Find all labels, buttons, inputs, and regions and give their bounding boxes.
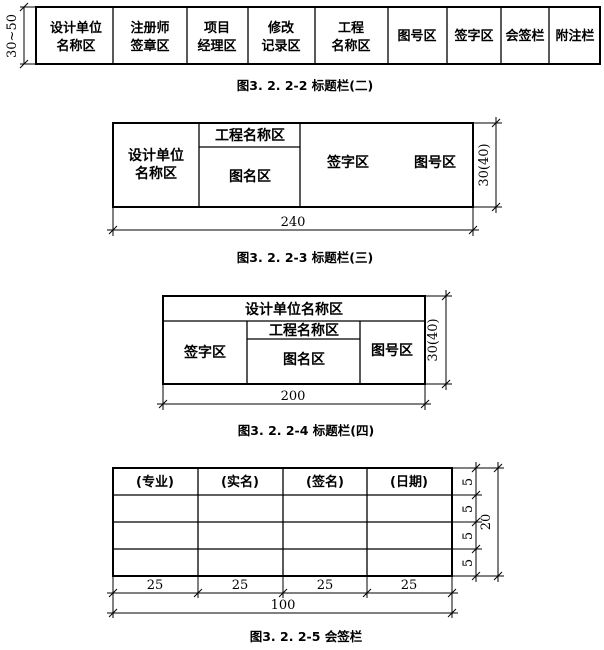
fig3-tick-mark xyxy=(158,399,168,409)
fig4-tick-mark xyxy=(447,608,457,618)
fig1-tick-mark xyxy=(19,59,29,69)
fig1-cell-project-manager-line1: 项目 xyxy=(204,21,230,36)
fig1-cell-design-unit-line1: 设计单位 xyxy=(50,20,102,36)
fig4-col-dimension: 25 xyxy=(401,578,418,593)
fig4-caption: 图3. 2. 2-5 会签栏 xyxy=(250,629,363,644)
fig4-header-real-name: (实名) xyxy=(221,474,259,490)
fig1-cell-registered-engineer-line1: 注册师 xyxy=(130,20,169,36)
fig4-row-dimension: 5 xyxy=(461,505,476,513)
fig4-col-dimension: 25 xyxy=(317,578,334,593)
fig2-signature: 签字区 xyxy=(326,154,369,171)
fig4-tick-mark xyxy=(471,517,481,527)
fig4-total-height: 20 xyxy=(479,514,494,531)
fig2-caption: 图3. 2. 2-3 标题栏(三) xyxy=(237,250,373,265)
fig2-tick-mark xyxy=(108,225,118,235)
fig4-col-dimension: 25 xyxy=(232,578,249,593)
fig4-total-width: 100 xyxy=(271,598,296,613)
fig1-cell-revision-record-line2: 记录区 xyxy=(261,39,300,54)
fig3-width-dimension: 200 xyxy=(281,389,306,404)
fig1-cell-design-unit-line2: 名称区 xyxy=(56,38,95,54)
fig2-design-unit-line1: 设计单位 xyxy=(128,147,184,164)
fig3-outer-frame xyxy=(162,295,426,385)
fig4-tick-mark xyxy=(471,490,481,500)
fig1-cell-project-name-line2: 名称区 xyxy=(331,38,370,54)
fig4-row-dimension: 5 xyxy=(461,532,476,540)
fig2-height-dimension: 30(40) xyxy=(477,143,492,186)
fig2-tick-mark xyxy=(491,118,501,128)
fig3-drawing-name: 图名区 xyxy=(283,351,325,368)
fig4-col-dimension: 25 xyxy=(147,578,164,593)
fig4-tick-mark xyxy=(193,588,203,598)
fig4-tick-mark xyxy=(471,463,481,473)
figure-countersign-block: (专业) (实名) (签名) (日期) 25 25 25 25 100 xyxy=(107,462,504,644)
fig3-caption: 图3. 2. 2-4 标题栏(四) xyxy=(238,423,374,438)
figure-title-block-4: 设计单位名称区 签字区 工程名称区 图名区 图号区 200 30(40) 图3.… xyxy=(157,290,452,438)
fig1-height-dimension: 30~50 xyxy=(5,14,20,58)
fig1-tick-mark xyxy=(19,2,29,12)
fig3-tick-mark xyxy=(441,291,451,301)
fig2-drawing-number: 图号区 xyxy=(414,155,456,171)
fig3-height-dimension: 30(40) xyxy=(426,318,441,361)
fig3-tick-mark xyxy=(441,379,451,389)
fig3-signature: 签字区 xyxy=(183,344,226,361)
fig4-tick-mark xyxy=(278,588,288,598)
fig2-width-dimension: 240 xyxy=(281,215,306,230)
figure-title-block-3: 设计单位 名称区 工程名称区 图名区 签字区 图号区 240 30(40) 图3… xyxy=(107,117,502,265)
fig1-outer-frame xyxy=(35,6,601,65)
fig1-cell-signature: 签字区 xyxy=(453,28,493,44)
fig2-tick-mark xyxy=(491,202,501,212)
fig2-outer-frame xyxy=(112,122,474,208)
fig2-drawing-name: 图名区 xyxy=(229,168,271,185)
fig4-header-date: (日期) xyxy=(390,475,428,490)
fig4-header-discipline: (专业) xyxy=(136,474,174,490)
fig3-project-name: 工程名称区 xyxy=(269,322,339,339)
fig4-tick-mark xyxy=(447,588,457,598)
fig4-tick-mark xyxy=(493,463,503,473)
fig4-row-dimension: 5 xyxy=(461,559,476,567)
fig3-design-unit: 设计单位名称区 xyxy=(245,301,343,318)
fig4-tick-mark xyxy=(493,571,503,581)
fig4-tick-mark xyxy=(108,588,118,598)
fig1-cell-notes: 附注栏 xyxy=(555,28,594,44)
fig4-tick-mark xyxy=(108,608,118,618)
fig1-cell-revision-record-line1: 修改 xyxy=(267,20,295,36)
fig4-tick-mark xyxy=(471,544,481,554)
fig2-design-unit-line2: 名称区 xyxy=(135,165,177,182)
figure-title-block-2: 设计单位 名称区 注册师 签章区 项目 经理区 修改 记录区 工程 名称区 图号… xyxy=(5,2,601,93)
fig1-cell-drawing-number: 图号区 xyxy=(397,29,436,44)
fig4-tick-mark xyxy=(471,571,481,581)
fig4-row-dimension: 5 xyxy=(461,478,476,486)
fig4-tick-mark xyxy=(362,588,372,598)
fig2-tick-mark xyxy=(468,225,478,235)
fig3-tick-mark xyxy=(420,399,430,409)
fig1-cell-project-name-line1: 工程 xyxy=(338,21,364,36)
fig3-drawing-number: 图号区 xyxy=(371,343,413,359)
fig1-cell-countersign: 会签栏 xyxy=(505,28,544,44)
fig1-caption: 图3. 2. 2-2 标题栏(二) xyxy=(237,78,373,93)
fig1-cell-project-manager-line2: 经理区 xyxy=(197,38,236,54)
fig4-header-signature: (签名) xyxy=(306,474,344,490)
fig1-cell-registered-engineer-line2: 签章区 xyxy=(129,38,169,54)
fig2-project-name: 工程名称区 xyxy=(215,127,285,144)
